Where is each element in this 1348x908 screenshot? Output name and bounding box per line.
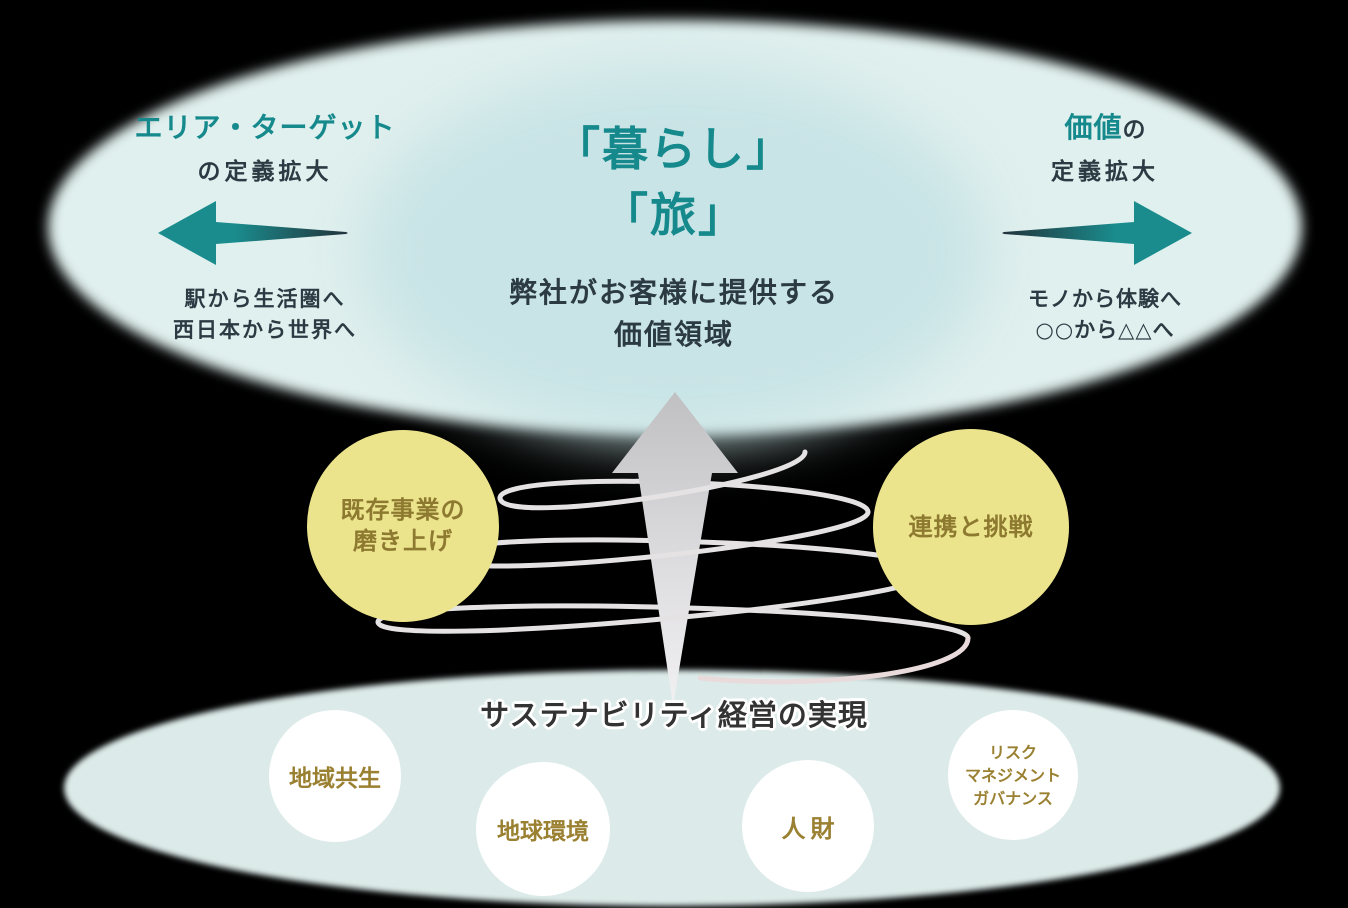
human-capital-label: 人財: [781, 814, 840, 843]
up-arrow-icon: [612, 392, 738, 706]
spiral-coil-tail: [697, 635, 971, 685]
area-target-accent: エリア・ターゲット: [134, 111, 396, 144]
existing-business-circle: 既存事業の 磨き上げ: [307, 430, 499, 622]
sustainability-title: サステナビリティ経営の実現: [480, 698, 868, 732]
sustainability-ellipse: [64, 670, 1280, 906]
risk-governance-circle: リスク マネジメント ガバナンス: [948, 710, 1078, 840]
description-line2: 価値領域: [613, 318, 734, 351]
community-label: 地域共生: [289, 766, 381, 792]
value-domain-headline: 「暮らし」 「旅」: [424, 116, 924, 248]
area-target-note-line1: 駅から生活圏へ: [184, 287, 346, 311]
value-heading-line1: 価値の: [955, 106, 1255, 146]
area-target-heading: エリア・ターゲット の定義拡大: [110, 106, 420, 186]
value-heading-line2: 定義拡大: [1051, 159, 1159, 185]
value-accent: 価値: [1064, 111, 1123, 144]
value-note: モノから体験へ ○○から△△へ: [955, 284, 1255, 346]
collaboration-challenge-label: 連携と挑戦: [908, 512, 1034, 541]
value-heading: 価値の 定義拡大: [955, 106, 1255, 186]
governance-label: ガバナンス: [973, 788, 1053, 808]
community-circle: 地域共生: [269, 710, 401, 842]
human-capital-circle: 人財: [742, 760, 874, 892]
headline-kurashi: 「暮らし」: [554, 122, 794, 176]
expand-right-arrow-icon: [1002, 201, 1192, 265]
area-target-rest: の定義拡大: [197, 159, 333, 185]
value-suffix: の: [1122, 117, 1146, 143]
environment-circle: 地球環境: [476, 762, 610, 896]
headline-tabi: 「旅」: [602, 188, 746, 242]
environment-label: 地球環境: [497, 819, 589, 845]
description-line1: 弊社がお客様に提供する: [508, 276, 839, 309]
area-target-note: 駅から生活圏へ 西日本から世界へ: [110, 284, 420, 346]
value-domain-inner-glow: [360, 66, 990, 438]
management-label: マネジメント: [964, 765, 1061, 785]
risk-label: リスク: [988, 742, 1037, 762]
value-note-line1: モノから体験へ: [1028, 287, 1182, 311]
existing-business-line2: 磨き上げ: [353, 527, 453, 555]
area-target-note-line2: 西日本から世界へ: [173, 318, 357, 342]
expand-left-arrow-icon: [158, 201, 348, 265]
value-note-line2: ○○から△△へ: [1035, 318, 1175, 342]
value-domain-description: 弊社がお客様に提供する 価値領域: [424, 272, 924, 356]
collaboration-challenge-circle: 連携と挑戦: [873, 429, 1069, 625]
existing-business-line1: 既存事業の: [340, 496, 466, 524]
